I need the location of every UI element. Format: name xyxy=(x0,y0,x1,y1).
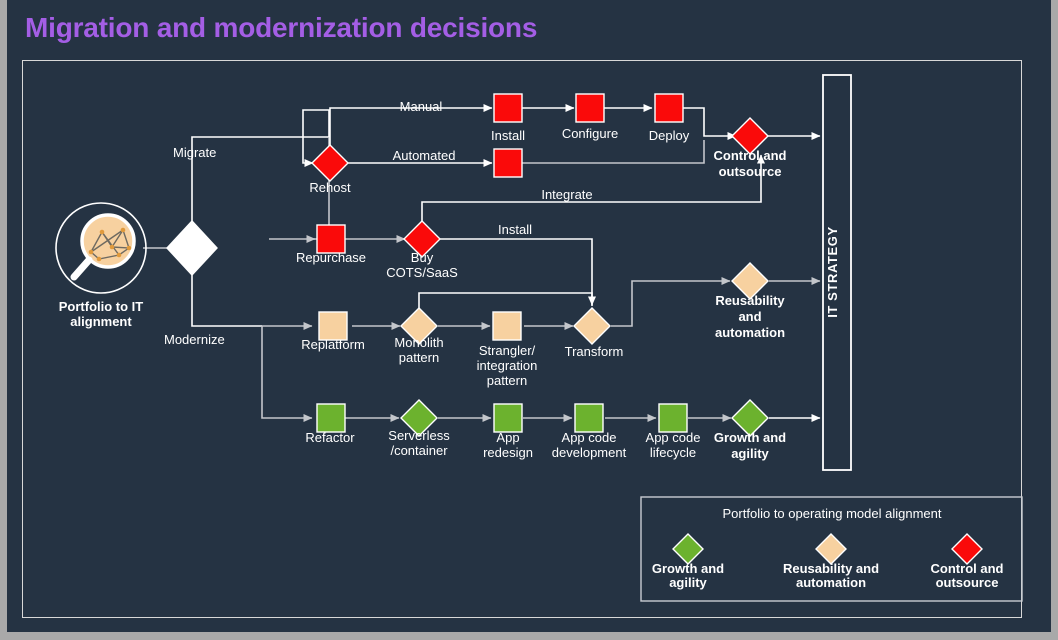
label-reuse-line3: automation xyxy=(715,325,785,340)
label-rehost: Rehost xyxy=(309,180,351,195)
label-replatform: Replatform xyxy=(301,337,365,352)
label-redesign-line1: App xyxy=(496,430,519,445)
label-monolith-line2: pattern xyxy=(399,350,439,365)
branch-label-migrate: Migrate xyxy=(173,145,216,160)
edge-buy-integrate xyxy=(421,154,765,221)
legend-swatch-growth xyxy=(672,533,704,565)
label-strangler-line3: pattern xyxy=(487,373,527,388)
label-control-line2: outsource xyxy=(719,164,782,179)
start-label-line1: Portfolio to IT xyxy=(59,299,144,314)
magnifier-network-icon xyxy=(70,213,136,281)
label-buy-line1: Buy xyxy=(411,250,434,265)
label-install-2: Install xyxy=(498,222,532,237)
label-serverless-line2: /container xyxy=(390,443,448,458)
label-appdev-line1: App code xyxy=(562,430,617,445)
legend-label-reuse-line1: Reusability and xyxy=(783,561,879,576)
label-manual: Manual xyxy=(400,99,443,114)
node-transform[interactable] xyxy=(573,307,611,345)
edge-deploy-to-control xyxy=(682,107,737,140)
diagram-frame xyxy=(22,60,1022,618)
legend-label-control-line1: Control and xyxy=(931,561,1004,576)
label-serverless-line1: Serverless xyxy=(388,428,450,443)
node-configure[interactable] xyxy=(575,93,605,123)
node-repurchase[interactable] xyxy=(316,224,346,254)
legend: Portfolio to operating model alignment G… xyxy=(640,496,1023,602)
start-node: Portfolio to IT alignment xyxy=(55,202,147,329)
node-refactor[interactable] xyxy=(316,403,346,433)
edge-monolith-loop xyxy=(418,292,593,308)
main-decision-diamond[interactable] xyxy=(166,219,218,277)
it-strategy-label: IT STRATEGY xyxy=(825,226,840,318)
label-reuse-line2: and xyxy=(738,309,761,324)
legend-label-growth-line2: agility xyxy=(669,575,707,590)
start-label-line2: alignment xyxy=(70,314,132,329)
it-strategy-box xyxy=(822,74,852,471)
node-strangler-pattern[interactable] xyxy=(492,311,522,341)
label-growth-line2: agility xyxy=(731,446,769,461)
edge-modernize-to-refactor xyxy=(261,326,313,422)
legend-label-growth-line1: Growth and xyxy=(652,561,724,576)
label-growth-line1: Growth and xyxy=(714,430,786,445)
label-repurchase: Repurchase xyxy=(296,250,366,265)
label-install-1: Install xyxy=(491,128,525,143)
node-rehost[interactable] xyxy=(311,144,349,182)
label-configure: Configure xyxy=(562,126,618,141)
node-app-redesign[interactable] xyxy=(493,403,523,433)
node-serverless-container[interactable] xyxy=(400,399,438,437)
node-app-code-lifecycle[interactable] xyxy=(658,403,688,433)
label-strangler-line2: integration xyxy=(477,358,538,373)
node-app-code-development[interactable] xyxy=(574,403,604,433)
legend-swatch-control xyxy=(951,533,983,565)
label-deploy: Deploy xyxy=(649,128,690,143)
label-refactor: Refactor xyxy=(305,430,355,445)
flowchart: Portfolio to IT alignment Migrate Modern… xyxy=(55,74,1023,602)
label-transform: Transform xyxy=(565,344,624,359)
node-buy-cots-saas[interactable] xyxy=(403,220,441,258)
label-reuse-line1: Reusability xyxy=(715,293,785,308)
branch-label-modernize: Modernize xyxy=(164,332,225,347)
node-replatform[interactable] xyxy=(318,311,348,341)
edge-decision-migrate xyxy=(191,136,329,225)
label-buy-line2: COTS/SaaS xyxy=(386,265,458,280)
label-lifecycle-line1: App code xyxy=(646,430,701,445)
label-control-line1: Control and xyxy=(714,148,787,163)
edge-automated-to-control xyxy=(522,140,705,164)
page-title: Migration and modernization decisions xyxy=(25,12,538,43)
label-appdev-line2: development xyxy=(552,445,627,460)
edge-transform-to-reusability xyxy=(611,277,731,327)
label-strangler-line1: Strangler/ xyxy=(479,343,536,358)
start-circle xyxy=(55,202,147,294)
node-deploy[interactable] xyxy=(654,93,684,123)
node-monolith-pattern[interactable] xyxy=(400,307,438,345)
outcome-growth-and-agility[interactable] xyxy=(731,399,769,437)
legend-box xyxy=(640,496,1023,602)
label-monolith-line1: Monolith xyxy=(394,335,443,350)
diagram-canvas: Migration and modernization decisions xyxy=(7,0,1051,632)
outcome-control-and-outsource[interactable] xyxy=(731,117,769,155)
node-automated-square[interactable] xyxy=(493,148,523,178)
label-integrate: Integrate xyxy=(541,187,592,202)
legend-title: Portfolio to operating model alignment xyxy=(723,506,942,521)
node-install-manual[interactable] xyxy=(493,93,523,123)
label-automated: Automated xyxy=(393,148,456,163)
outcome-reusability-and-automation[interactable] xyxy=(731,262,769,300)
legend-label-control-line2: outsource xyxy=(936,575,999,590)
label-lifecycle-line2: lifecycle xyxy=(650,445,696,460)
edge-decision-modernize xyxy=(191,271,262,327)
label-redesign-line2: redesign xyxy=(483,445,533,460)
edge-rehost-manual xyxy=(329,104,493,145)
edge-buy-install-to-transform xyxy=(440,238,596,306)
legend-label-reuse-line2: automation xyxy=(796,575,866,590)
legend-swatch-reusability xyxy=(815,533,847,565)
edge-migrate-to-rehost xyxy=(302,109,330,167)
